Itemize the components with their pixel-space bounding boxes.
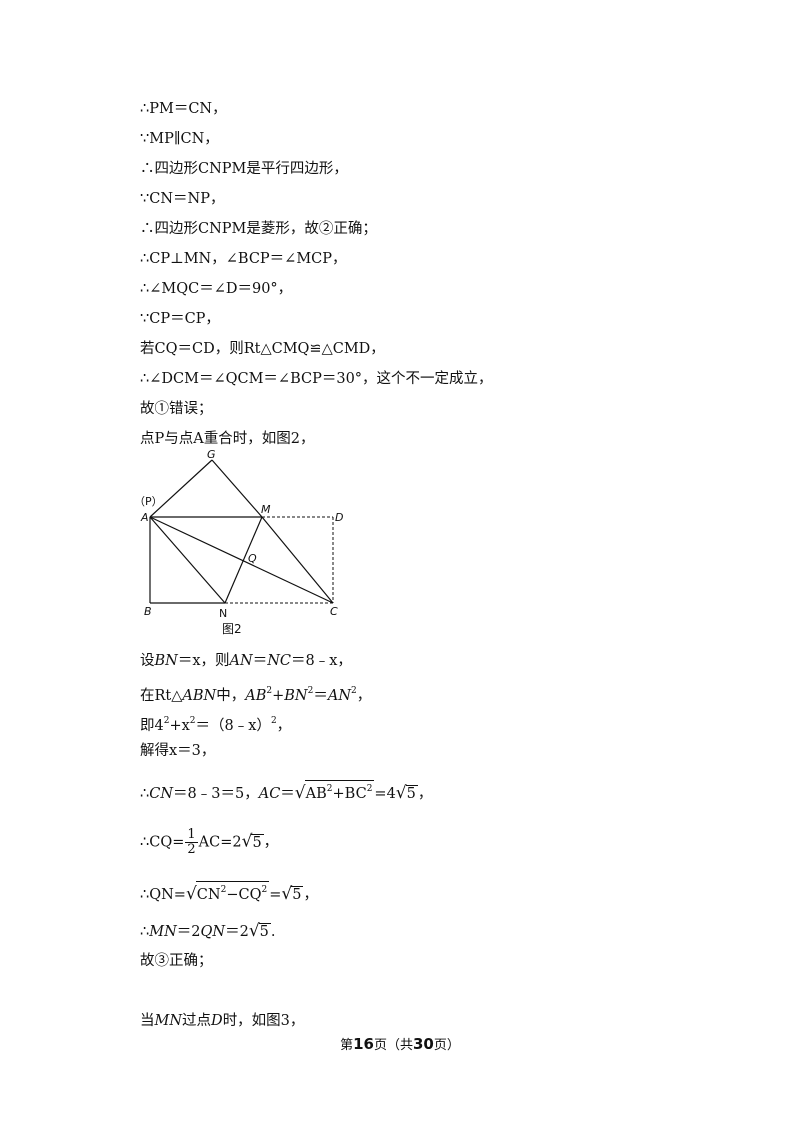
text-line-11: 故①错误； — [140, 401, 213, 417]
page-number: 16 — [353, 1035, 374, 1053]
text-line-5: ∴四边形CNPM是菱形，故②正确； — [140, 221, 377, 237]
segment-gm — [211, 459, 263, 518]
segment-ag — [149, 459, 213, 518]
segment-mn — [224, 516, 263, 604]
label-m: M — [261, 503, 271, 516]
text-line-4: ∵CN＝NP， — [140, 191, 225, 207]
label-c: C — [330, 605, 338, 618]
text-line-17: ∴CN＝8﹣3＝5，AC＝√AB2+BC2=4√5， — [140, 780, 432, 804]
text-line-8: ∵CP＝CP， — [140, 311, 220, 327]
label-p: （P） — [134, 495, 163, 508]
label-n: N — [219, 607, 227, 620]
segment-an — [149, 516, 226, 604]
text-line-6: ∴CP⊥MN，∠BCP＝∠MCP， — [140, 251, 347, 267]
text-line-15: 即42+x2＝（8﹣x）2， — [140, 716, 292, 734]
text-line-16: 解得x＝3， — [140, 743, 216, 759]
segment-mc — [261, 516, 334, 604]
segment-ac — [149, 516, 334, 604]
text-line-20: ∴MN＝2QN＝2√5. — [140, 921, 276, 941]
text-line-3: ∴四边形CNPM是平行四边形， — [140, 161, 348, 177]
text-line-14: 在Rt△ABN中，AB2+BN2＝AN2， — [140, 686, 372, 704]
text-line-22: 当MN过点D时，如图3， — [140, 1013, 305, 1029]
label-a: A — [140, 511, 149, 524]
text-line-19: ∴QN=√CN2−CQ2=√5， — [140, 881, 318, 905]
figure-caption: 图2 — [222, 622, 242, 636]
label-d: D — [335, 511, 343, 524]
text-line-12: 点P与点A重合时，如图2， — [140, 431, 315, 447]
label-g: G — [207, 448, 216, 461]
text-line-9: 若CQ＝CD，则Rt△CMQ≌△CMD， — [140, 341, 385, 357]
text-line-13: 设BN＝x，则AN＝NC＝8﹣x， — [140, 653, 352, 669]
label-q: Q — [248, 552, 257, 565]
page-footer: 第16页（共30页） — [340, 1035, 460, 1053]
text-line-2: ∵MP∥CN， — [140, 131, 219, 147]
label-b: B — [144, 605, 152, 618]
text-line-21: 故③正确； — [140, 953, 213, 969]
text-line-10: ∴∠DCM＝∠QCM＝∠BCP＝30°，这个不一定成立， — [140, 371, 493, 387]
page-total: 30 — [413, 1035, 434, 1053]
geometry-figure-2: G （P） A M D Q B N C 图2 — [134, 448, 343, 636]
text-line-1: ∴PM＝CN， — [140, 101, 227, 117]
text-line-7: ∴∠MQC＝∠D＝90°， — [140, 281, 293, 297]
